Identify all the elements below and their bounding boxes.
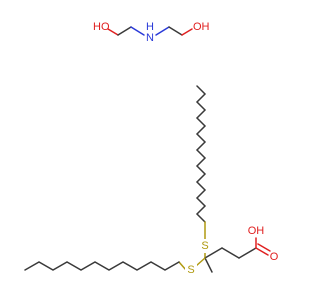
- atom-label-nh-h: H: [146, 21, 154, 33]
- atom-label-n: N: [146, 32, 154, 44]
- atom-label-s-upper: S: [201, 240, 208, 252]
- bond-c1-o-b: [257, 243, 271, 252]
- structure-canvas: HO H N OH S S OH O: [24, 21, 279, 277]
- s-upper-knockout: [199, 239, 211, 253]
- bond-c3-c4: [168, 26, 183, 36]
- bond-c2-n: [130, 26, 145, 36]
- thioacid-molecule: S S OH O: [24, 85, 279, 277]
- bond-c1-c2: [117, 26, 132, 36]
- lower-dodecyl-chain: [24, 261, 180, 271]
- atom-label-acid-o: O: [270, 251, 279, 263]
- atom-label-acid-oh: OH: [248, 225, 265, 237]
- diethanolamine-molecule: HO H N OH: [93, 21, 210, 44]
- atom-label-s-lower: S: [187, 264, 194, 276]
- atom-label-ho: HO: [93, 21, 110, 33]
- bond-n-c3: [155, 26, 170, 36]
- bond-cq-c3: [204, 247, 223, 259]
- atom-label-oh: OH: [193, 21, 210, 33]
- s-lower-knockout: [185, 263, 197, 277]
- bond-c1-o-a: [255, 247, 269, 256]
- bond-cq-methyl: [204, 257, 213, 273]
- bond-ho-c1: [107, 28, 119, 36]
- upper-dodecyl-chain: [195, 85, 207, 223]
- bond-c4-oh: [181, 28, 193, 36]
- bond-s-lower-chain: [178, 261, 187, 271]
- bond-c3-c2: [221, 247, 240, 259]
- bond-cq-s-lower: [195, 257, 206, 267]
- bond-c2-c1: [238, 247, 257, 259]
